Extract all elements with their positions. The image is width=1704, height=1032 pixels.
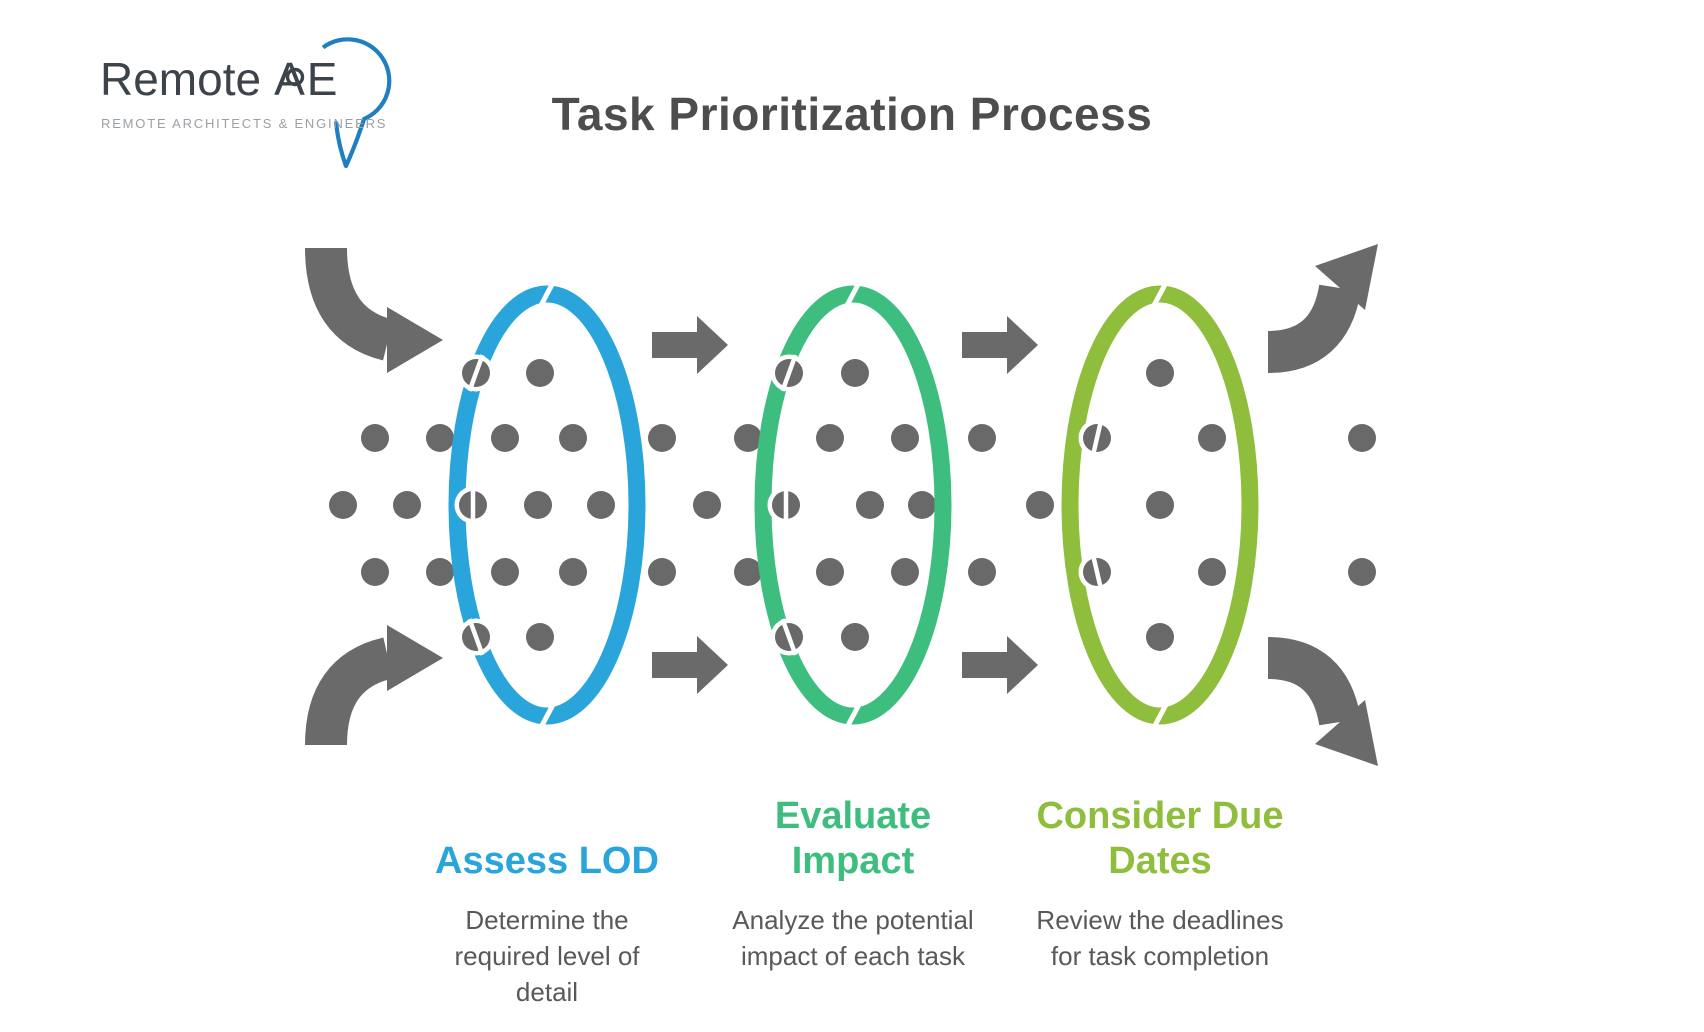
task-dot — [559, 424, 587, 452]
brand-word: Remote — [100, 53, 262, 105]
task-dot — [648, 558, 676, 586]
step-label-evaluate-impact: Evaluate Impact — [774, 795, 932, 882]
task-dot — [841, 623, 869, 651]
task-dot — [693, 491, 721, 519]
task-dot — [1146, 623, 1174, 651]
outflow-bottom-arrow-shaft — [1267, 637, 1361, 727]
task-dot — [587, 491, 615, 519]
task-dot — [816, 558, 844, 586]
step-label-assess-lod: Assess LOD — [435, 840, 659, 882]
task-dot — [734, 424, 762, 452]
task-dot — [361, 424, 389, 452]
task-dot — [426, 558, 454, 586]
task-dot — [648, 424, 676, 452]
step-description-assess-lod: Determine the required level of detail — [454, 905, 640, 1007]
highlight-dot-slash — [780, 618, 798, 656]
step-label-consider-due-dates: Consider Due Dates — [1036, 795, 1284, 882]
ring-gap — [1148, 697, 1172, 735]
step-description-evaluate-impact: Analyze the potential impact of each tas… — [732, 905, 974, 971]
ring-gap — [1148, 275, 1172, 313]
task-dot — [361, 558, 389, 586]
ring-gap — [841, 697, 865, 735]
task-dot — [1198, 558, 1226, 586]
flow-arrow-4 — [962, 636, 1038, 694]
task-dot — [968, 424, 996, 452]
task-dot — [891, 558, 919, 586]
highlight-dot-slash — [780, 354, 798, 392]
task-dot — [841, 359, 869, 387]
flow-arrow-3 — [962, 316, 1038, 374]
outflow-bottom-arrow-head — [1315, 700, 1378, 766]
inflow-top-arrow-head — [387, 307, 443, 373]
task-dot — [908, 491, 936, 519]
highlight-dot-slash — [467, 618, 485, 656]
ring-gap — [841, 275, 865, 313]
task-dot — [526, 359, 554, 387]
brand-tagline: REMOTE ARCHITECTS & ENGINEERS — [101, 116, 388, 131]
highlight-dot-slash — [1090, 552, 1104, 592]
logo-pin-icon — [321, 37, 392, 169]
task-dot — [393, 491, 421, 519]
task-dot — [816, 424, 844, 452]
flow-arrow-1 — [652, 316, 728, 374]
task-dot — [491, 424, 519, 452]
outflow-top-arrow-shaft — [1267, 283, 1361, 373]
task-dot — [491, 558, 519, 586]
task-dot — [968, 558, 996, 586]
inflow-bottom-arrow-shaft — [305, 637, 394, 746]
task-dot — [526, 623, 554, 651]
inflow-top-arrow-shaft — [305, 247, 394, 361]
task-dot — [1146, 359, 1174, 387]
task-dot — [1146, 491, 1174, 519]
flow-arrow-2 — [652, 636, 728, 694]
task-dot — [329, 491, 357, 519]
ring-gap — [535, 275, 559, 313]
task-dot — [426, 424, 454, 452]
task-dot — [1026, 491, 1054, 519]
step-description-consider-due-dates: Review the deadlines for task completion — [1036, 905, 1284, 971]
page-title: Task Prioritization Process — [551, 88, 1153, 140]
brand-suffix: AE — [274, 53, 340, 105]
logo-compass-dot-icon — [285, 67, 305, 87]
task-dot — [524, 491, 552, 519]
outflow-top-arrow-head — [1315, 244, 1378, 310]
task-dot — [1348, 558, 1376, 586]
task-dot — [891, 424, 919, 452]
highlight-dot-slash — [467, 354, 485, 392]
task-dot — [1348, 424, 1376, 452]
task-dot — [734, 558, 762, 586]
ring-gap — [535, 697, 559, 735]
inflow-bottom-arrow-head — [387, 625, 443, 691]
task-dot — [559, 558, 587, 586]
task-dot — [1198, 424, 1226, 452]
task-dot — [856, 491, 884, 519]
highlight-dot-slash — [1090, 418, 1104, 458]
